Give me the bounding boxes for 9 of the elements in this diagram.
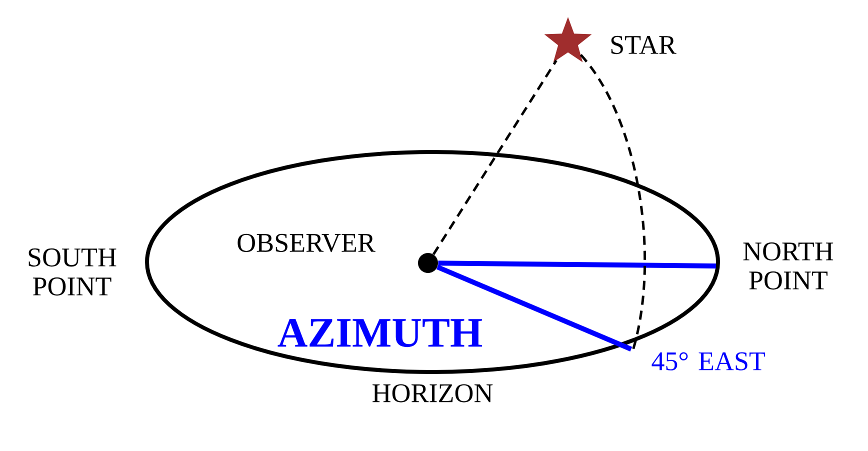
point-label: SOUTH POINT: [28, 248, 116, 296]
point-label: NORTH POINT: [743, 242, 834, 290]
node-label: HORIZON: [372, 384, 493, 402]
point-label: 45° EAST: [652, 352, 766, 370]
node-label: OBSERVER: [238, 234, 376, 252]
azimuth-label: AZIMUTH: [278, 318, 482, 348]
line: [436, 264, 632, 352]
dashed-line: [580, 54, 646, 350]
dashed-line: [432, 60, 558, 256]
